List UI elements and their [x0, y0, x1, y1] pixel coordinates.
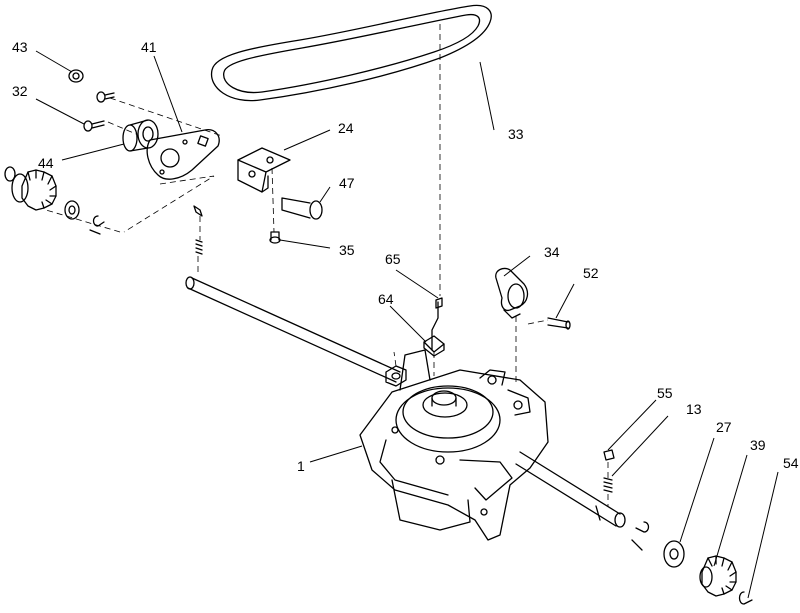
left-clip [89, 215, 105, 235]
clevis-pin [281, 197, 323, 220]
part-label-1: 1 [297, 458, 305, 474]
left-washer [64, 200, 80, 220]
roll-pin [547, 317, 571, 330]
part-label-52: 52 [583, 265, 599, 281]
screw-upper [96, 91, 115, 103]
part-label-32: 32 [12, 83, 28, 99]
right-washer [663, 540, 685, 568]
part-label-35: 35 [339, 242, 355, 258]
part-label-41: 41 [141, 39, 157, 55]
part-label-24: 24 [338, 120, 354, 136]
transmission-housing [359, 349, 549, 541]
part-label-13: 13 [686, 401, 702, 417]
part-label-33: 33 [508, 126, 524, 142]
nut-43 [68, 69, 84, 83]
bracket [237, 147, 291, 193]
part-label-27: 27 [716, 419, 732, 435]
left-spring [195, 239, 203, 255]
axle-shaft [185, 276, 626, 528]
drive-belt [210, 4, 492, 102]
pulley [395, 385, 501, 453]
right-spring [603, 477, 613, 493]
part-label-39: 39 [750, 437, 766, 453]
part-label-65: 65 [385, 251, 401, 267]
nut [385, 365, 407, 387]
shift-rod [431, 297, 443, 351]
cover-plate [146, 129, 220, 180]
screw-35 [269, 231, 281, 244]
part-label-64: 64 [378, 291, 394, 307]
part-label-44: 44 [38, 155, 54, 171]
right-gear [699, 555, 737, 597]
assembly-lines [45, 24, 609, 506]
part-label-54: 54 [783, 455, 799, 471]
left-key [193, 205, 203, 217]
right-key [603, 449, 615, 461]
screw-32 [83, 120, 105, 132]
part-label-55: 55 [657, 385, 673, 401]
part-label-43: 43 [12, 39, 28, 55]
bearing [122, 119, 159, 152]
right-clip [631, 521, 650, 551]
left-gear [4, 166, 57, 211]
part-label-47: 47 [339, 175, 355, 191]
part-label-34: 34 [544, 244, 560, 260]
retaining-clip [738, 591, 753, 605]
shift-knob [495, 267, 529, 319]
leader-lines [35, 50, 779, 599]
